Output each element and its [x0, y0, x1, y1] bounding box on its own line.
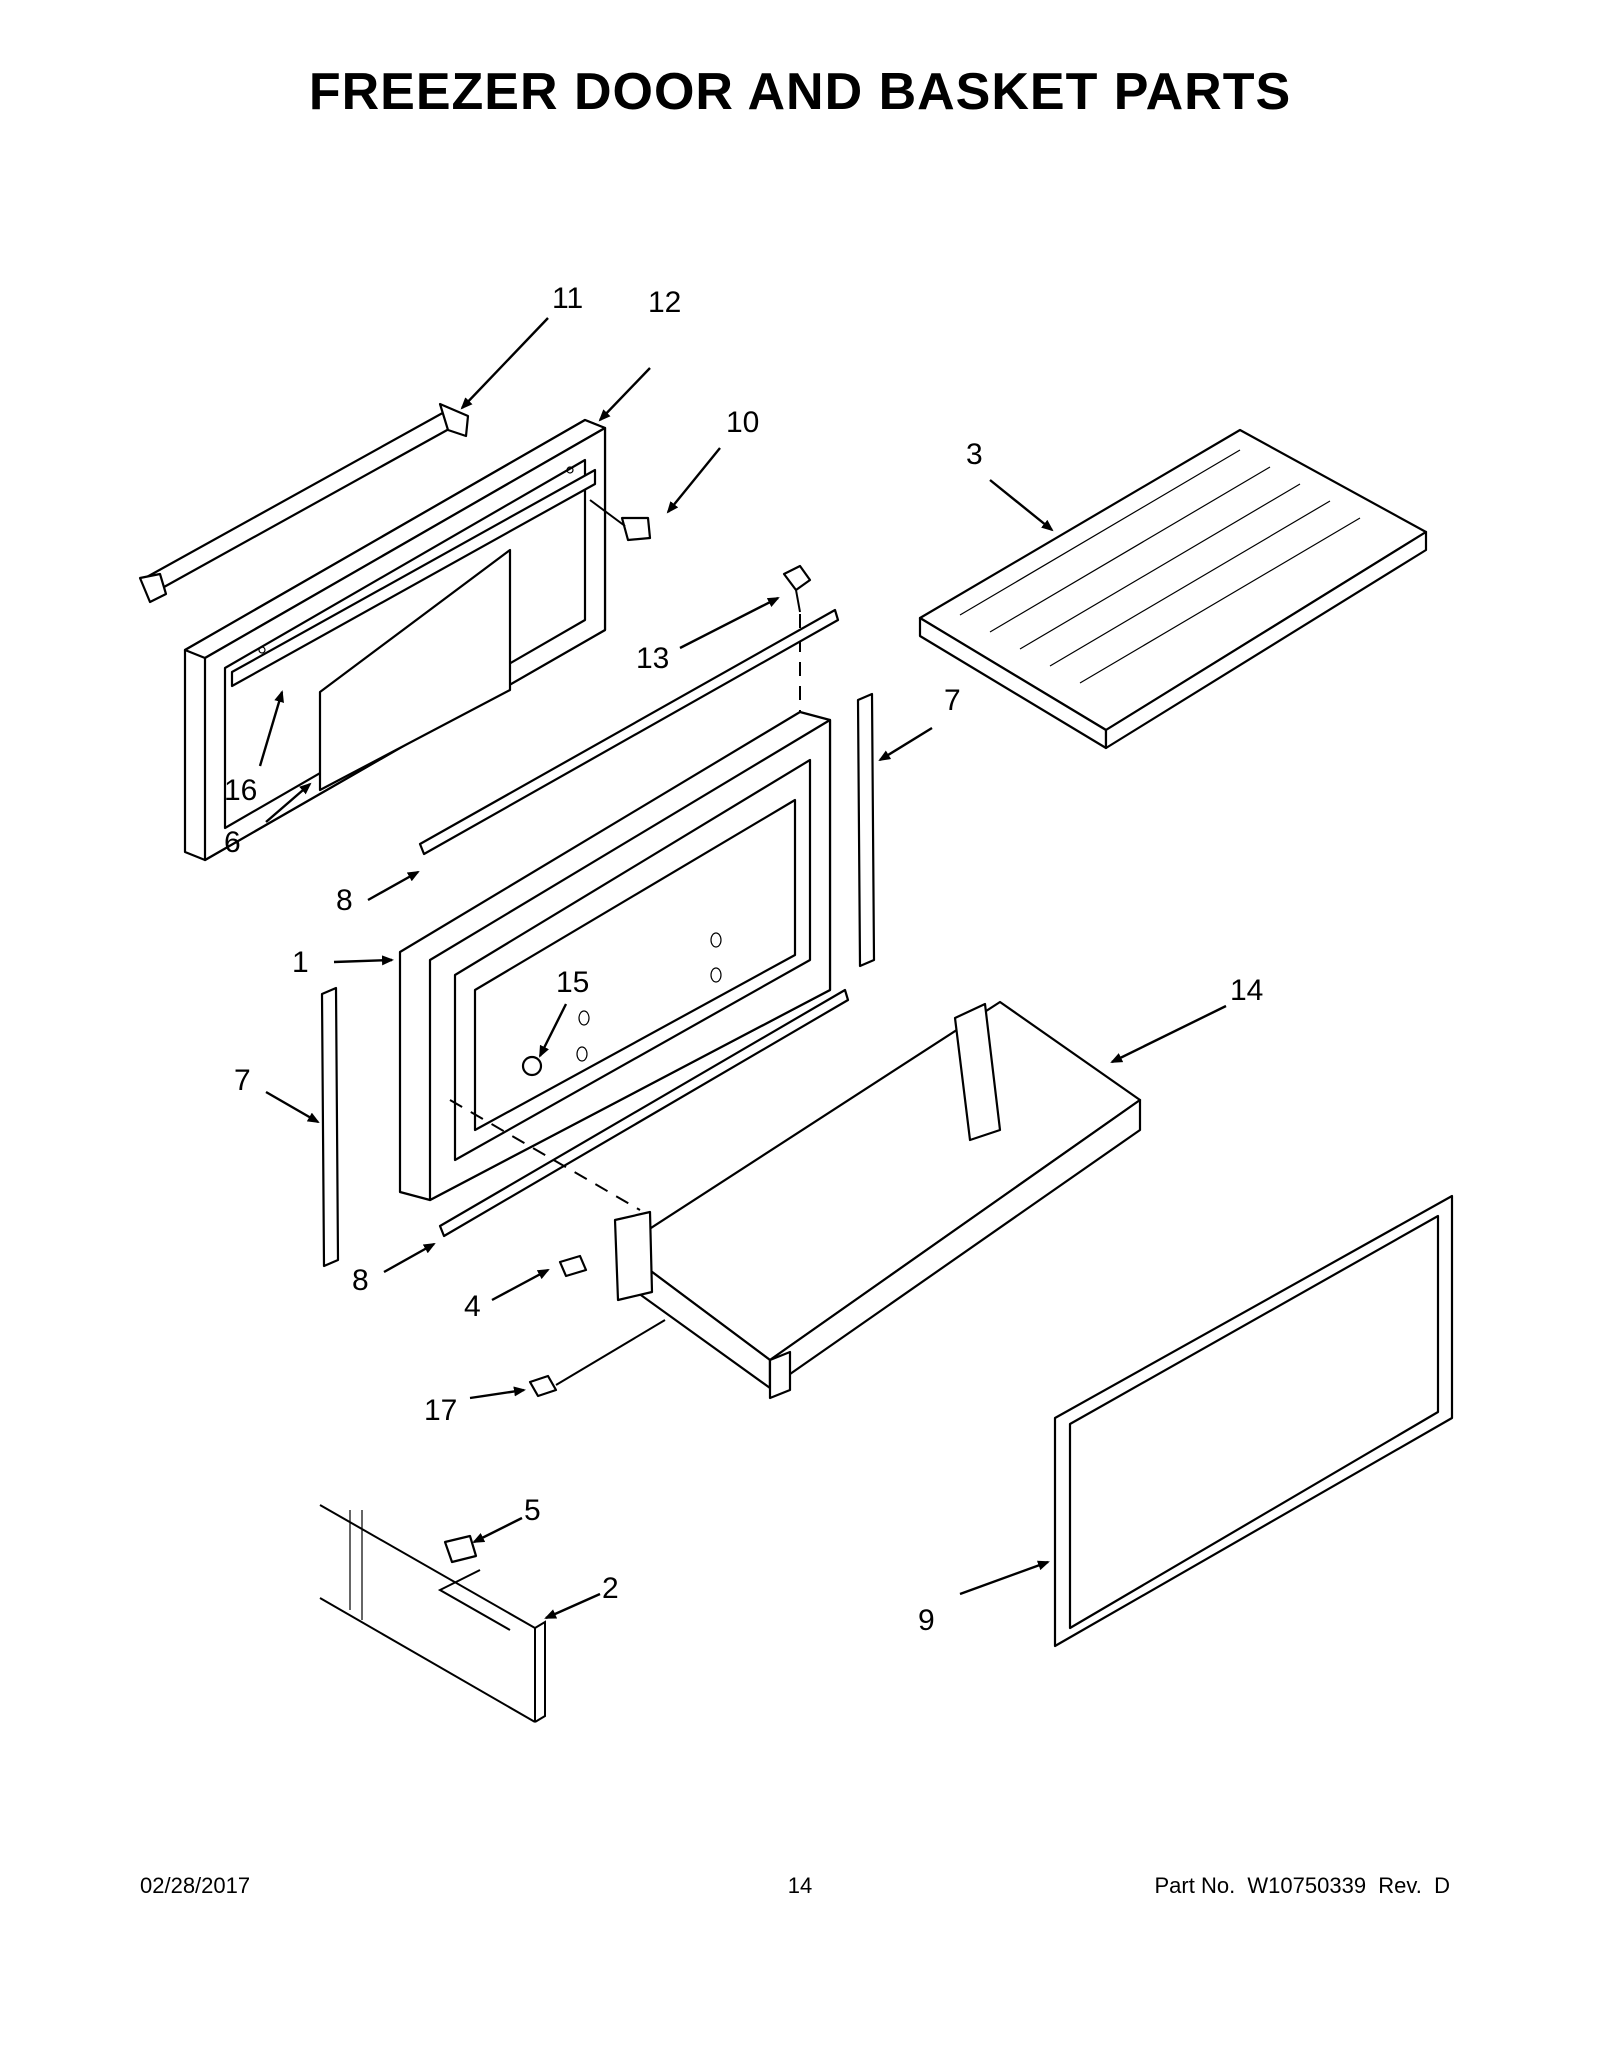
- inner-door-liner-part-1: [398, 710, 832, 1202]
- callout-17: 17: [424, 1394, 457, 1427]
- channel-rail-part-16: [230, 468, 597, 688]
- callout-14: 14: [1230, 974, 1263, 1007]
- callout-9: 9: [918, 1604, 935, 1637]
- callout-4: 4: [464, 1290, 481, 1323]
- callout-8-upper: 8: [336, 884, 353, 917]
- door-gasket-part-9: [1053, 1194, 1454, 1648]
- callout-5: 5: [524, 1494, 541, 1527]
- leader-arrows: [258, 317, 1227, 1620]
- footer-date: 02/28/2017: [140, 1873, 251, 1898]
- footer-part-number: Part No. W10750339 Rev. D: [1154, 1873, 1450, 1898]
- screw-part-10: [589, 499, 652, 542]
- callout-12: 12: [648, 286, 681, 319]
- basket-part-14: [613, 1000, 1142, 1400]
- callout-6: 6: [224, 826, 241, 859]
- callout-3: 3: [966, 438, 983, 471]
- bracket-upper-part-8: [418, 608, 840, 856]
- callout-13: 13: [636, 642, 669, 675]
- footer-page-number: 14: [787, 1873, 813, 1898]
- side-strip-right-part-7: [856, 692, 876, 968]
- side-strip-left-part-7: [320, 986, 340, 1268]
- callout-8-lower: 8: [352, 1264, 369, 1297]
- slide-part-2: [319, 1504, 546, 1723]
- nut-part-15: [521, 1055, 543, 1077]
- bracket-lower-part-8: [438, 988, 850, 1238]
- callout-11: 11: [552, 282, 583, 315]
- callout-16: 16: [224, 774, 257, 807]
- callout-7-left: 7: [234, 1064, 251, 1097]
- screw-part-13: [782, 564, 812, 720]
- handle-rod-part-11: [138, 402, 470, 604]
- page-title: FREEZER DOOR AND BASKET PARTS: [308, 63, 1292, 121]
- callout-1: 1: [292, 946, 309, 979]
- basket-tray-part-3: [918, 428, 1428, 750]
- screw-part-5: [443, 1534, 478, 1564]
- callout-2: 2: [602, 1572, 619, 1605]
- screw-part-17: [528, 1319, 666, 1398]
- callout-15: 15: [556, 966, 589, 999]
- callout-10: 10: [726, 406, 759, 439]
- insulation-panel-part-6: [318, 548, 512, 792]
- screw-part-4: [558, 1254, 588, 1278]
- callout-7-right: 7: [944, 684, 961, 717]
